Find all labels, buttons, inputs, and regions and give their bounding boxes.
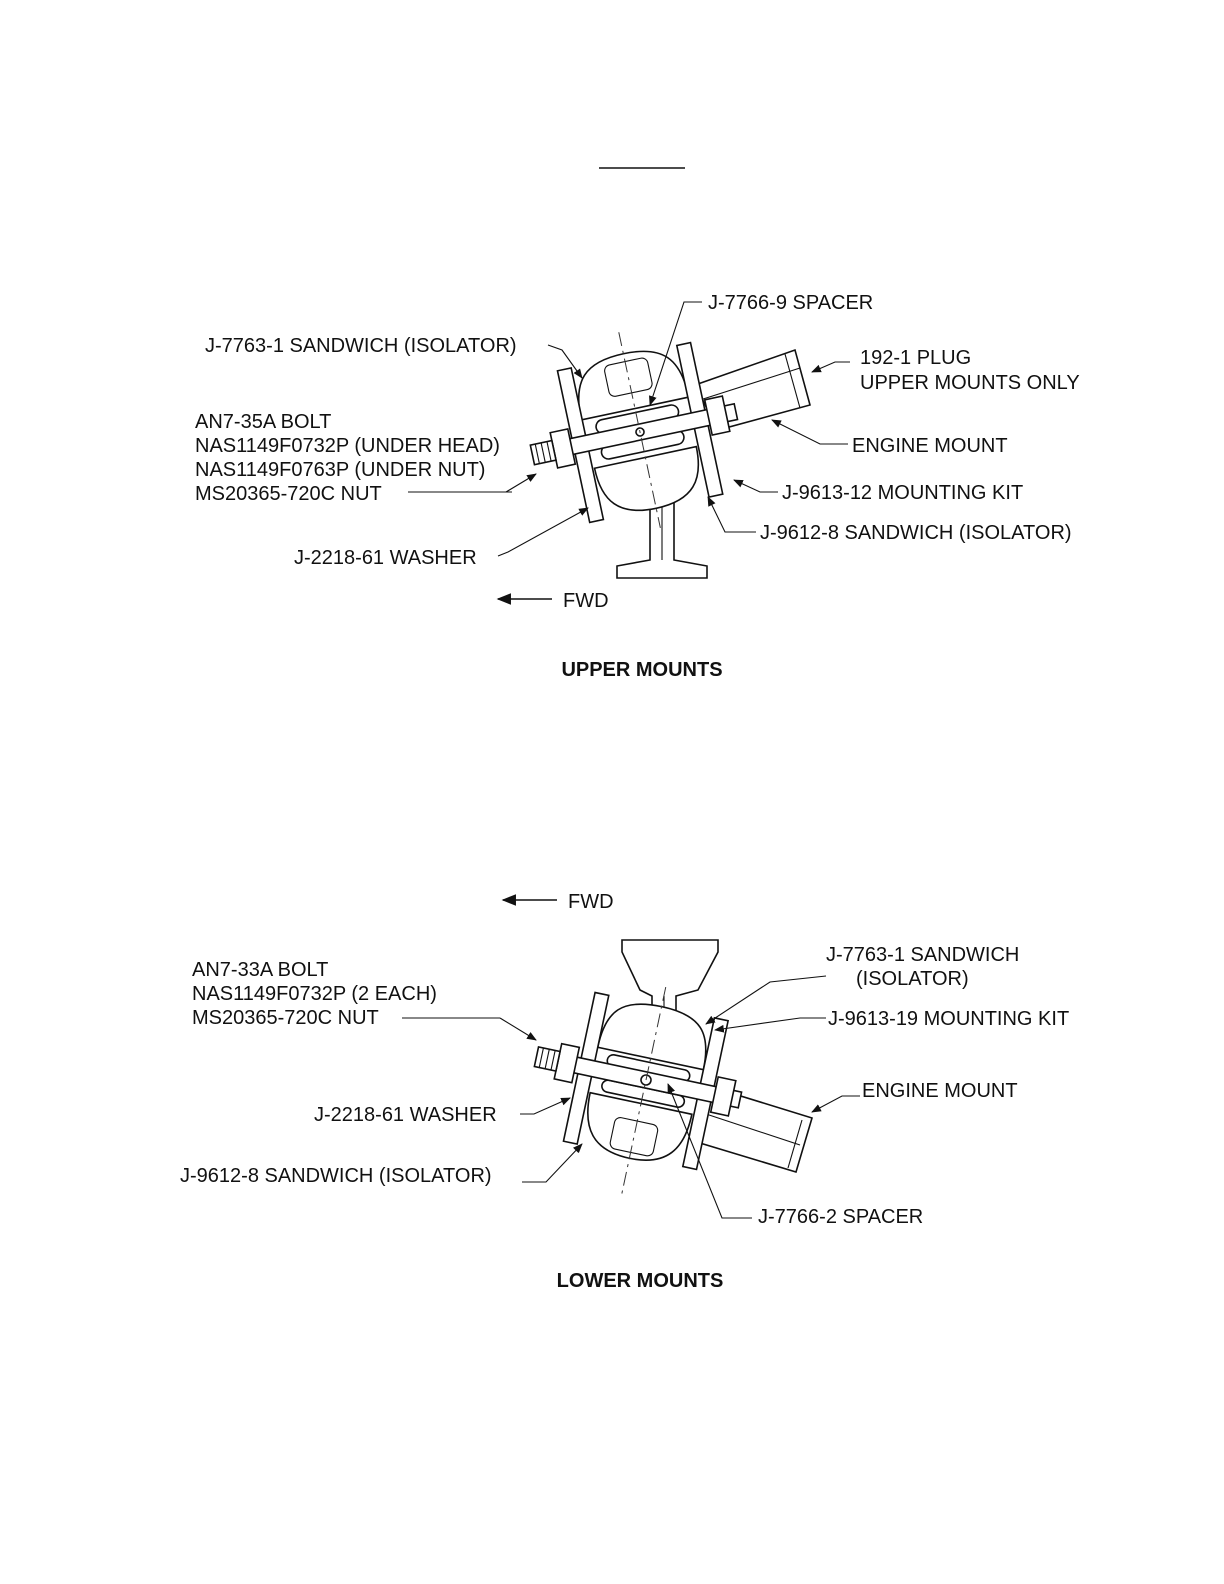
upper-leaders bbox=[408, 301, 850, 605]
lower-label-sandwich-top-note: (ISOLATOR) bbox=[856, 968, 969, 990]
upper-label-engine-mount: ENGINE MOUNT bbox=[852, 435, 1008, 457]
lower-label-washer: J-2218-61 WASHER bbox=[314, 1104, 497, 1126]
lower-label-bolt: AN7-33A BOLT bbox=[192, 959, 328, 981]
upper-sandwich-top bbox=[577, 350, 690, 421]
upper-label-bolt: AN7-35A BOLT bbox=[195, 411, 331, 433]
lower-caption: LOWER MOUNTS bbox=[557, 1270, 724, 1292]
lower-fwd-label: FWD bbox=[568, 891, 614, 913]
lower-label-sandwich-top: J-7763-1 SANDWICH bbox=[826, 944, 1019, 966]
upper-sandwich-bottom bbox=[593, 445, 700, 512]
upper-label-sandwich-top: J-7763-1 SANDWICH (ISOLATOR) bbox=[205, 335, 517, 357]
lower-label-washers: NAS1149F0732P (2 EACH) bbox=[192, 983, 437, 1005]
upper-label-washer-nut: NAS1149F0763P (UNDER NUT) bbox=[195, 459, 485, 481]
upper-label-nut: MS20365-720C NUT bbox=[195, 483, 382, 505]
lower-leaders bbox=[402, 894, 860, 1219]
upper-label-washer-head: NAS1149F0732P (UNDER HEAD) bbox=[195, 435, 500, 457]
lower-label-nut: MS20365-720C NUT bbox=[192, 1007, 379, 1029]
upper-fwd-label: FWD bbox=[563, 590, 609, 612]
upper-caption: UPPER MOUNTS bbox=[561, 659, 722, 681]
lower-label-mounting-kit: J-9613-19 MOUNTING KIT bbox=[828, 1008, 1069, 1030]
upper-label-mounting-kit: J-9613-12 MOUNTING KIT bbox=[782, 482, 1023, 504]
upper-label-sandwich-bottom: J-9612-8 SANDWICH (ISOLATOR) bbox=[760, 522, 1072, 544]
lower-label-sandwich-bottom: J-9612-8 SANDWICH (ISOLATOR) bbox=[180, 1165, 492, 1187]
upper-label-plug: 192-1 PLUG bbox=[860, 347, 971, 369]
lower-label-spacer: J-7766-2 SPACER bbox=[758, 1206, 923, 1228]
lower-mount-assembly bbox=[533, 939, 813, 1198]
upper-label-plug-note: UPPER MOUNTS ONLY bbox=[860, 372, 1080, 394]
lower-label-engine-mount: ENGINE MOUNT bbox=[862, 1080, 1018, 1102]
upper-mount-assembly bbox=[529, 332, 811, 579]
upper-label-spacer: J-7766-9 SPACER bbox=[708, 292, 873, 314]
upper-labels: J-7766-9 SPACER J-7763-1 SANDWICH (ISOLA… bbox=[195, 292, 1080, 681]
upper-label-washer: J-2218-61 WASHER bbox=[294, 547, 477, 569]
lower-labels: FWD J-7763-1 SANDWICH (ISOLATOR) AN7-33A… bbox=[180, 891, 1069, 1292]
